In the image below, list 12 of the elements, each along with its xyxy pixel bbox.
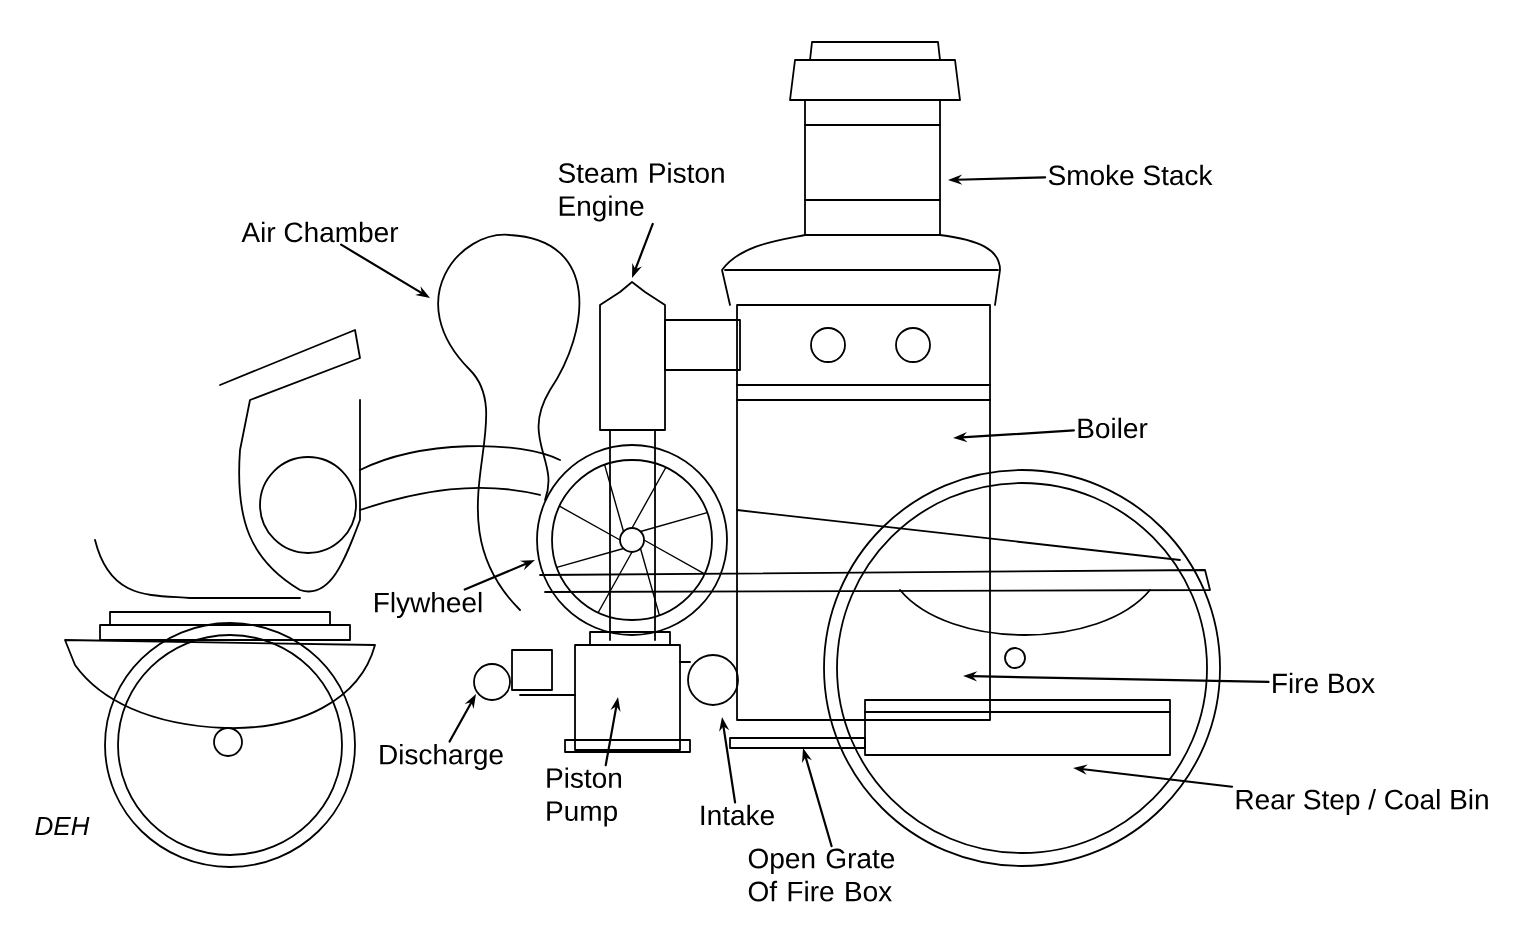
part-label: Air Chamber — [241, 221, 399, 243]
part-label: Smoke Stack — [1048, 164, 1213, 186]
part-label: Boiler — [1078, 417, 1148, 439]
part-label: Piston Pump — [547, 767, 621, 827]
signature: DEH — [35, 817, 90, 835]
part-label: Discharge — [380, 743, 503, 771]
part-label: Fire Box — [1273, 672, 1375, 694]
part-label: Rear Step / Coal Bin — [1236, 788, 1488, 816]
part-label: Intake — [701, 804, 774, 826]
part-label: Steam Piston Engine — [558, 162, 724, 222]
part-label: Flywheel — [375, 591, 482, 619]
part-label: Open Grate Of Fire Box — [748, 848, 895, 902]
